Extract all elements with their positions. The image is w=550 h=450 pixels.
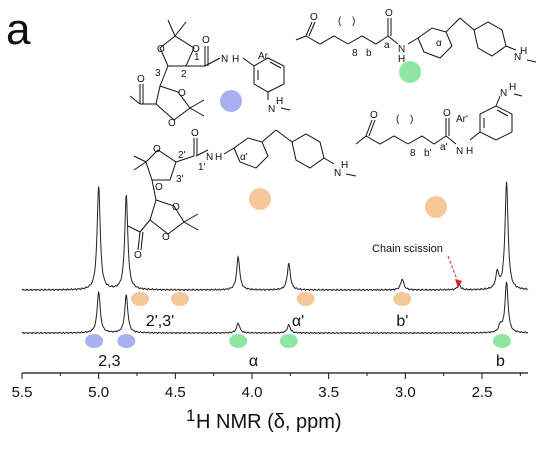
- orange-circle-marker-right: [425, 196, 447, 218]
- atom-label-8-p: 8: [410, 148, 416, 159]
- svg-text:N: N: [514, 52, 521, 63]
- atom-label-1p: 1': [198, 162, 206, 173]
- svg-text:O: O: [202, 35, 210, 46]
- x-tick-label: 3.5: [318, 384, 339, 401]
- svg-text:O: O: [168, 118, 176, 129]
- svg-text:O: O: [134, 250, 142, 261]
- svg-text:H: H: [398, 54, 405, 65]
- chain-scission-arrow: [447, 255, 459, 283]
- atom-label-1: 1: [194, 52, 200, 63]
- x-axis-label-superscript: 1: [186, 406, 195, 425]
- svg-text:H: H: [276, 96, 283, 107]
- svg-text:H: H: [215, 152, 222, 163]
- structure-middle-right: O ( ) 8 b' O a' N H Ar' N H: [355, 82, 523, 159]
- spectrum-trace-1: [21, 181, 529, 292]
- x-tick-label: 5.0: [88, 384, 109, 401]
- peak-marker-blue: [117, 334, 136, 348]
- peak-marker-green: [229, 334, 248, 348]
- peak-label: α': [292, 313, 304, 330]
- svg-text:N: N: [206, 152, 213, 163]
- svg-text:H: H: [509, 82, 516, 93]
- peak-marker-orange: [296, 292, 315, 306]
- peak-marker-orange: [170, 292, 189, 306]
- svg-text:N: N: [500, 88, 507, 99]
- svg-text:(: (: [396, 114, 400, 125]
- svg-text:N: N: [398, 44, 405, 55]
- peak-marker-green: [492, 334, 511, 348]
- svg-text:(: (: [338, 16, 342, 27]
- peak-marker-blue: [85, 334, 104, 348]
- atom-label-2: 2: [181, 69, 187, 80]
- atom-h: H: [232, 54, 239, 65]
- svg-text:O: O: [178, 88, 186, 99]
- peak-label: α: [249, 353, 258, 370]
- atom-label-3p: 3': [176, 174, 184, 185]
- peak-marker-green: [279, 334, 298, 348]
- svg-text:O: O: [192, 44, 200, 55]
- atom-label-a: a: [384, 40, 390, 51]
- atom-n: N: [221, 54, 228, 65]
- atom-label-alpha-p: α': [240, 152, 248, 163]
- peak-label: b': [396, 313, 408, 330]
- x-axis-label: H NMR (δ, ppm): [196, 411, 342, 433]
- x-tick-label: 5.5: [12, 384, 33, 401]
- atom-label-2p: 2': [178, 150, 186, 161]
- svg-text:N: N: [334, 168, 341, 179]
- atom-ar: Ar: [258, 51, 269, 62]
- atom-label-b: b: [366, 48, 372, 59]
- svg-text:): ): [410, 114, 413, 125]
- svg-text:O: O: [310, 12, 318, 23]
- x-tick-label: 2.5: [472, 384, 493, 401]
- svg-text:H: H: [466, 146, 473, 157]
- atom-label-3: 3: [155, 68, 161, 79]
- svg-text:O: O: [172, 202, 180, 213]
- peak-marker-orange: [131, 292, 150, 306]
- atom-label-bp: b': [424, 148, 432, 159]
- peak-label: 2',3': [146, 313, 174, 330]
- spectrum-trace-2: [21, 281, 529, 335]
- x-tick-label: 4.5: [165, 384, 186, 401]
- svg-text:): ): [352, 16, 355, 27]
- peak-label: 2,3: [98, 353, 120, 370]
- svg-text:O: O: [191, 128, 199, 139]
- x-tick-label: 3.0: [395, 384, 416, 401]
- structure-top-right: O ( ) 8 b O a N H α N H: [295, 8, 537, 65]
- atom-label-alpha: α: [436, 38, 442, 49]
- svg-text:H: H: [341, 160, 348, 171]
- structure-top-left: O O O N H 1 2 3 Ar N H O O O: [129, 19, 291, 129]
- svg-text:O: O: [385, 8, 393, 19]
- atom-label-8: 8: [352, 48, 358, 59]
- svg-text:O: O: [162, 232, 170, 243]
- panel-label: a: [6, 5, 31, 54]
- peak-marker-orange: [393, 292, 412, 306]
- svg-text:O: O: [370, 110, 378, 121]
- chain-scission-arrowhead: [455, 279, 462, 288]
- svg-text:O: O: [153, 144, 161, 155]
- x-tick-label: 4.0: [242, 384, 263, 401]
- svg-text:O: O: [137, 74, 145, 85]
- svg-text:O: O: [155, 182, 163, 193]
- svg-text:H: H: [520, 46, 527, 57]
- svg-text:O: O: [443, 108, 451, 119]
- peak-markers: [85, 292, 511, 348]
- orange-circle-marker-left: [249, 188, 271, 210]
- peak-labels: 2',3' α' b' 2,3 α b: [98, 313, 505, 370]
- svg-text:O: O: [157, 44, 165, 55]
- x-axis-ticks: 5.5 5.0 4.5 4.0 3.5 3.0 2.5: [12, 373, 521, 401]
- peak-label: b: [496, 353, 505, 370]
- atom-label-ap: a': [440, 142, 448, 153]
- green-circle-marker: [399, 61, 421, 83]
- structure-middle-left: O O 2' O 1' N H 3' α' N H O O O: [127, 128, 357, 261]
- svg-text:N: N: [456, 146, 463, 157]
- atom-arp: Ar': [456, 114, 468, 125]
- spectra-group: [21, 181, 529, 335]
- blue-circle-marker: [220, 90, 242, 112]
- chain-scission-label: Chain scission: [372, 243, 443, 255]
- svg-text:N: N: [268, 104, 275, 115]
